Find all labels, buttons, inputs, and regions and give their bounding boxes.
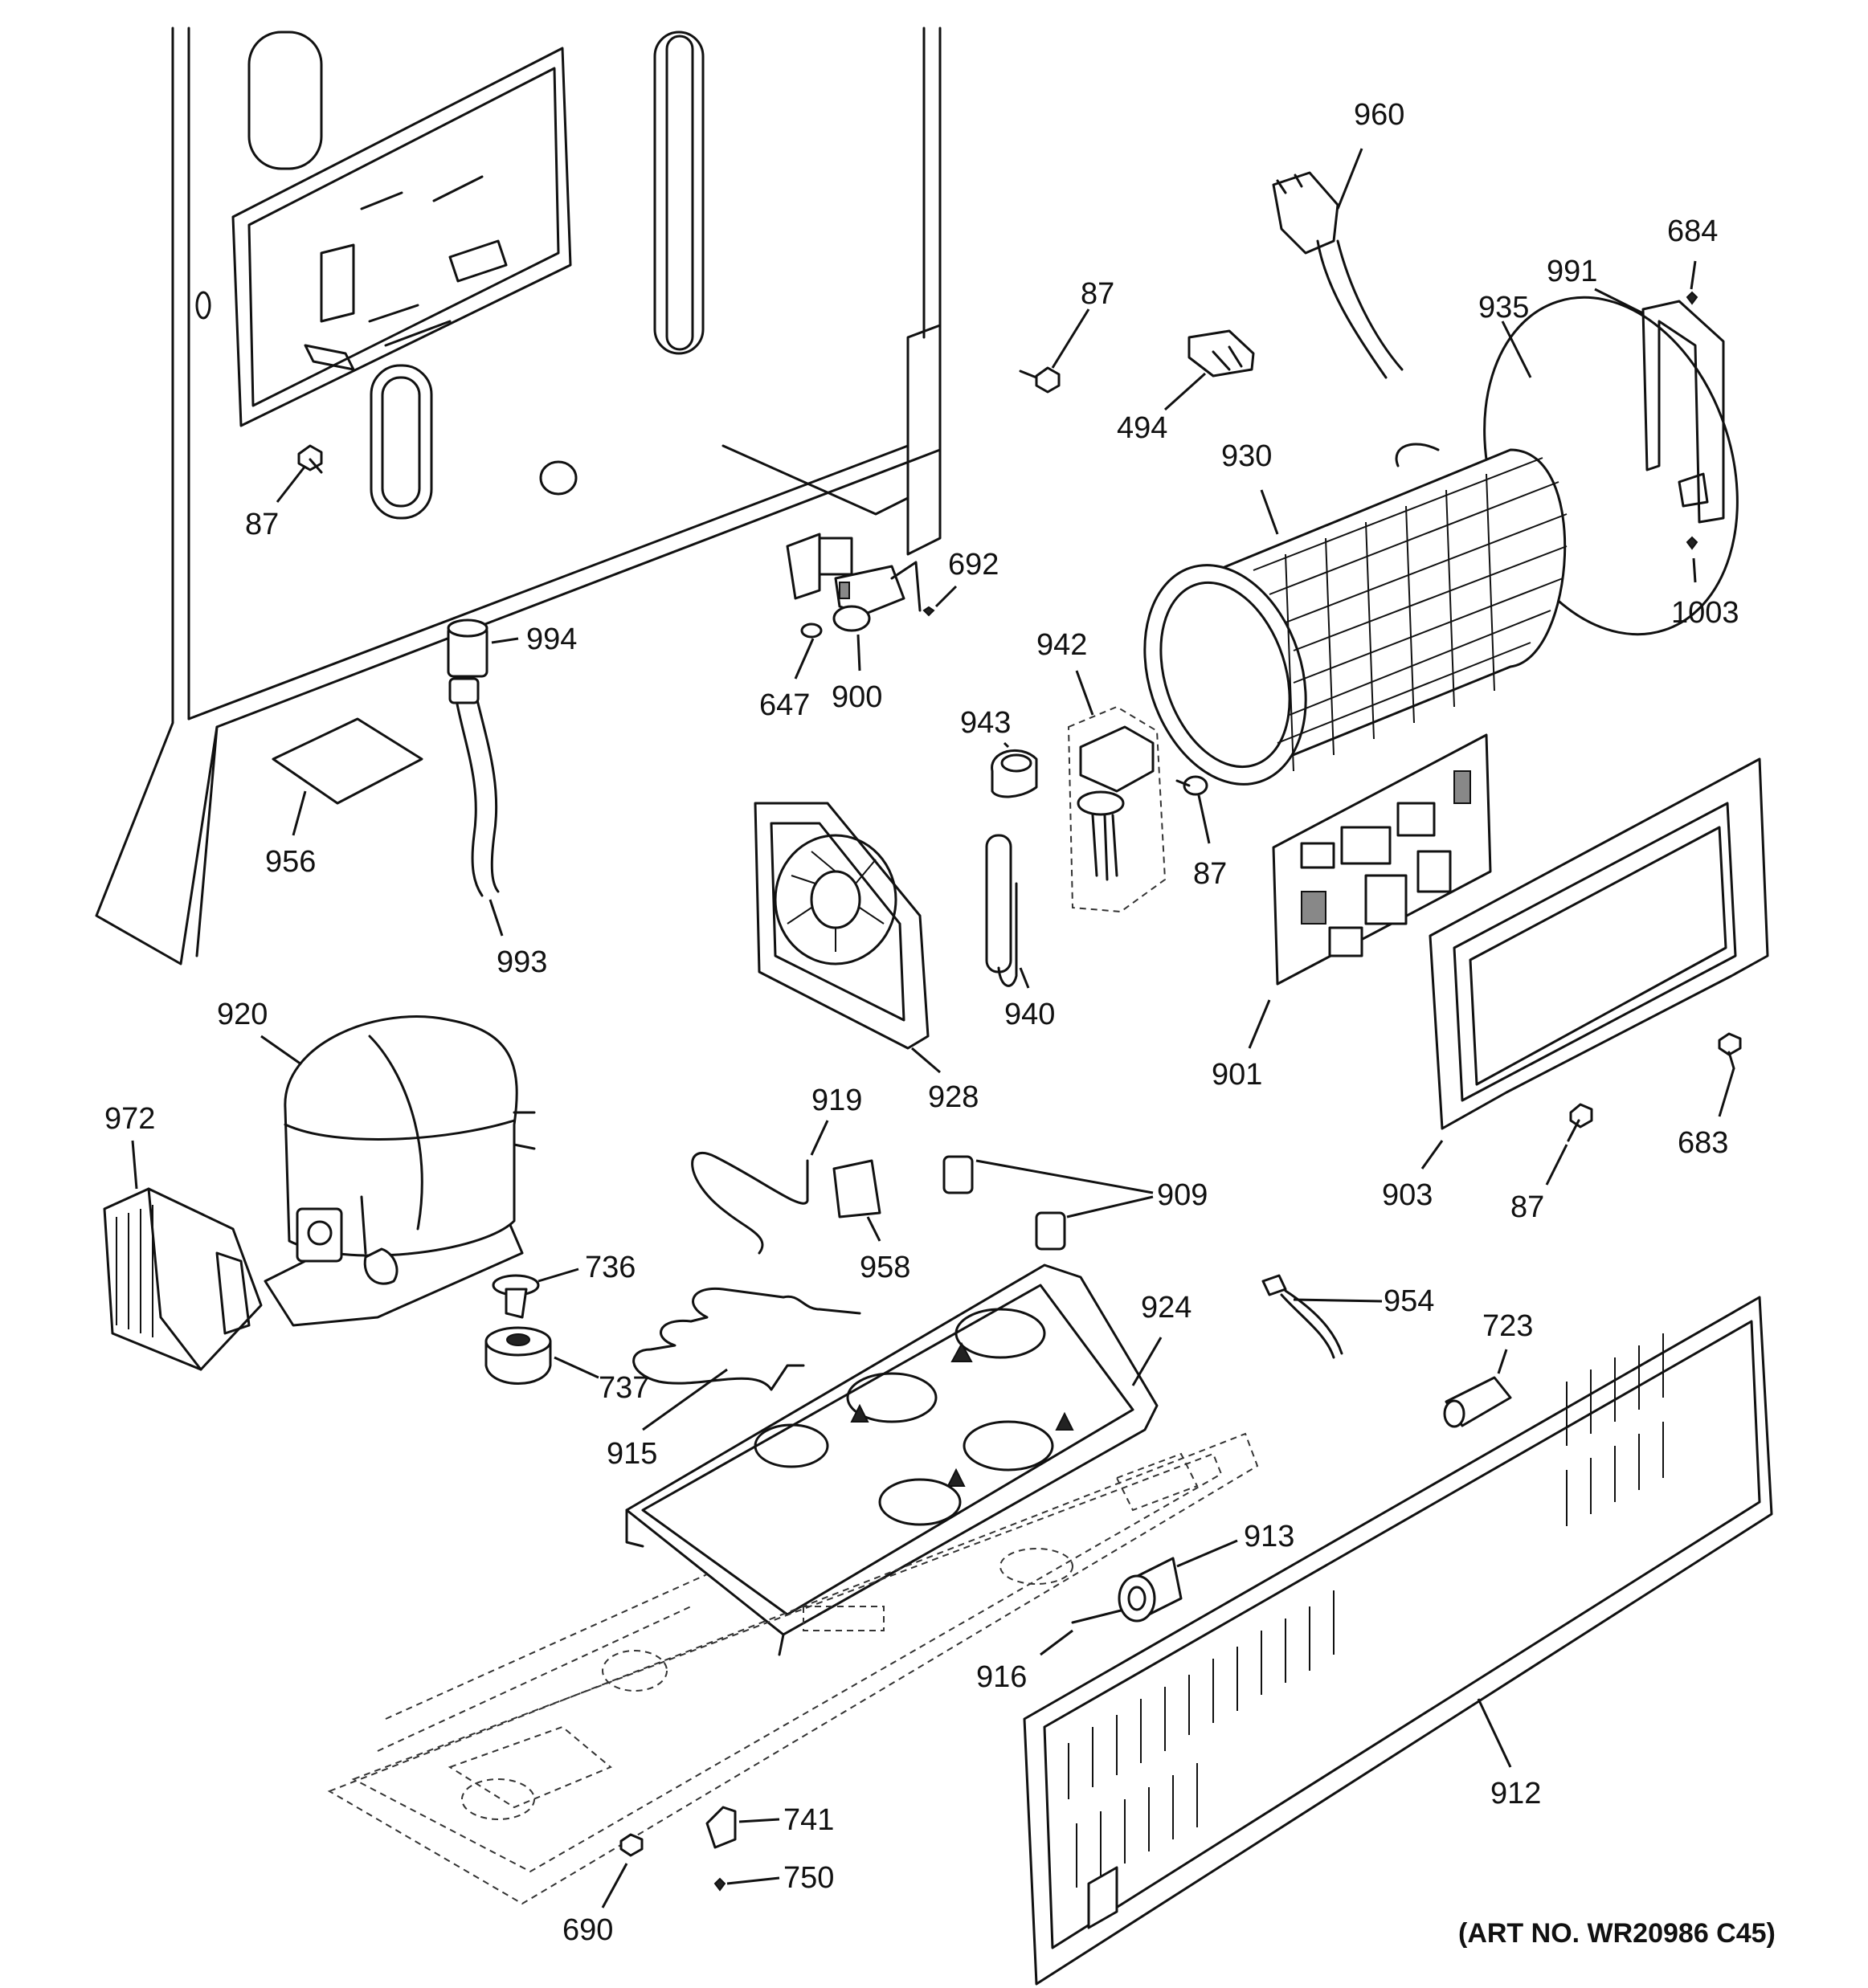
callout-924: 924 bbox=[1141, 1291, 1192, 1325]
callout-930: 930 bbox=[1221, 439, 1272, 473]
callout-913: 916 bbox=[976, 1660, 1027, 1694]
callout-909: 909 bbox=[1157, 1178, 1208, 1212]
callout-919: 919 bbox=[811, 1084, 862, 1117]
clip-494 bbox=[1187, 329, 1255, 378]
inverter-box-972 bbox=[103, 1187, 263, 1371]
cabinet-back-panel bbox=[95, 27, 942, 965]
callout-943: 943 bbox=[960, 706, 1011, 740]
callout-960: 960 bbox=[1354, 98, 1404, 132]
callout-912: 913 bbox=[1244, 1520, 1294, 1553]
control-board-901 bbox=[1272, 733, 1492, 986]
sleeve-994 bbox=[447, 618, 488, 678]
callout-993: 993 bbox=[497, 945, 547, 979]
tube-piece-723 bbox=[1443, 1376, 1512, 1428]
art-number: (ART NO. WR20986 C45) bbox=[1458, 1918, 1776, 1949]
callout-991: 991 bbox=[1547, 255, 1597, 288]
pad-958 bbox=[832, 1159, 881, 1219]
callout-901: 901 bbox=[1212, 1058, 1262, 1092]
tube-919 bbox=[691, 1151, 809, 1255]
screw-690 bbox=[619, 1833, 644, 1857]
callout-916: 912 bbox=[1490, 1777, 1541, 1810]
callout-683: 683 bbox=[1678, 1126, 1728, 1160]
start-relay-942 bbox=[1067, 705, 1167, 913]
screw-87-left bbox=[297, 444, 323, 474]
pad-956 bbox=[272, 717, 423, 805]
wire-harness-954 bbox=[1261, 1274, 1343, 1359]
callout-972: 972 bbox=[104, 1102, 155, 1136]
clip-741 bbox=[705, 1806, 737, 1849]
callout-954: 954 bbox=[1384, 1284, 1434, 1318]
callout-737: 737 bbox=[599, 1371, 649, 1405]
callout-900: 900 bbox=[832, 680, 882, 714]
bolt-736 bbox=[492, 1274, 540, 1319]
callout-690: 690 bbox=[562, 1913, 613, 1947]
callout-940: 940 bbox=[1004, 998, 1055, 1031]
callout-647: 647 bbox=[759, 688, 810, 722]
callout-87-top: 87 bbox=[1081, 277, 1114, 311]
callout-956: 956 bbox=[265, 845, 316, 879]
bracket-991 bbox=[1641, 300, 1725, 524]
callout-958: 958 bbox=[860, 1251, 910, 1284]
base-pan bbox=[327, 1432, 1259, 1905]
leader-87-left bbox=[276, 465, 307, 503]
screw-87-coil bbox=[1175, 775, 1208, 796]
drain-hose-993 bbox=[448, 677, 500, 897]
overload-cap-943 bbox=[991, 749, 1038, 798]
condenser-coil-930 bbox=[1143, 443, 1568, 786]
screw-683 bbox=[1718, 1032, 1742, 1070]
callout-87-lower: 87 bbox=[1510, 1190, 1544, 1224]
callout-935: 935 bbox=[1478, 291, 1529, 325]
callout-928: 928 bbox=[928, 1080, 979, 1114]
water-valve-900 bbox=[786, 533, 922, 632]
callout-920: 920 bbox=[217, 998, 268, 1031]
front-grille-916 bbox=[1023, 1296, 1773, 1986]
grommets-909 bbox=[942, 1155, 1066, 1251]
drier-940 bbox=[985, 834, 1018, 987]
callout-741: 741 bbox=[783, 1803, 834, 1837]
pin-913 bbox=[1071, 1609, 1122, 1624]
callout-994: 994 bbox=[526, 623, 577, 656]
callout-87-coil: 87 bbox=[1193, 857, 1227, 891]
screw-87-top bbox=[1019, 366, 1061, 394]
callout-942: 942 bbox=[1036, 628, 1087, 662]
compressor-920 bbox=[264, 1015, 536, 1327]
callout-750: 750 bbox=[783, 1861, 834, 1895]
grommet-737 bbox=[484, 1326, 552, 1385]
condenser-loop-915 bbox=[632, 1287, 861, 1391]
fan-shroud-928 bbox=[754, 802, 930, 1050]
callout-692: 692 bbox=[948, 548, 999, 582]
drain-pan-924 bbox=[625, 1263, 1159, 1656]
screw-750 bbox=[713, 1877, 726, 1892]
callout-494: 494 bbox=[1117, 411, 1167, 445]
power-cord-960 bbox=[1272, 171, 1404, 379]
callout-1003: 1003 bbox=[1671, 596, 1739, 630]
callout-87-left: 87 bbox=[245, 508, 279, 541]
cylinder-912 bbox=[1118, 1557, 1183, 1623]
control-cover-903 bbox=[1429, 757, 1769, 1130]
callout-736: 736 bbox=[585, 1251, 636, 1284]
callout-903: 903 bbox=[1382, 1178, 1433, 1212]
callout-915: 915 bbox=[607, 1437, 657, 1471]
callout-723: 723 bbox=[1482, 1309, 1533, 1343]
screw-87-lower bbox=[1567, 1103, 1593, 1142]
callout-684: 684 bbox=[1667, 214, 1718, 248]
